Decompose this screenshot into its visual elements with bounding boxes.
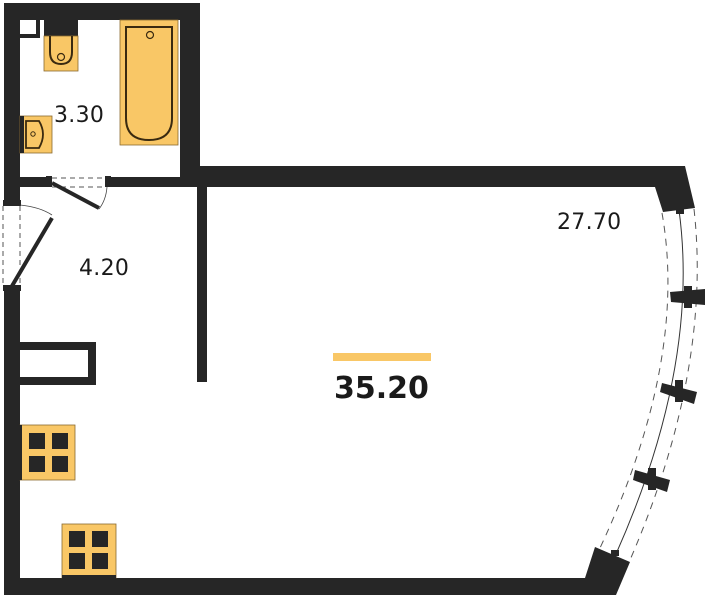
window-mullion [660,380,697,404]
entrance-door [2,200,54,291]
fridge-icon [61,523,117,579]
closet-niche [20,342,96,385]
doors [2,176,111,291]
toilet-tank [44,20,78,36]
hallway-area-label: 4.20 [79,256,130,281]
walls [4,3,695,595]
wall-bath-right [180,3,200,186]
sink-icon [19,115,53,154]
cooktop-icon [18,424,76,481]
wall-corner-box-edge [20,20,40,38]
curved-window [599,208,705,561]
bathroom-area-label: 3.30 [54,103,105,128]
toilet-icon [43,35,79,72]
wall-left-upper [4,3,20,203]
living-area-label: 27.70 [557,210,622,235]
bathroom-door [46,176,111,210]
window-mullion [633,468,670,492]
bathtub-icon [119,19,179,146]
window-mullion [670,286,705,308]
wall-bath-bottom-left [4,177,50,187]
wall-corner-box [20,20,36,36]
wall-left-lower [4,288,20,595]
wall-bottom [4,547,630,595]
wall-bath-top [4,3,200,20]
total-area-label: 35.20 [334,371,429,406]
wall-main-top [180,166,695,212]
wall-partition [197,185,207,382]
wall-bath-bottom-right [108,177,200,187]
total-area-accent-bar [333,353,431,361]
bathroom-fixtures [19,19,179,154]
